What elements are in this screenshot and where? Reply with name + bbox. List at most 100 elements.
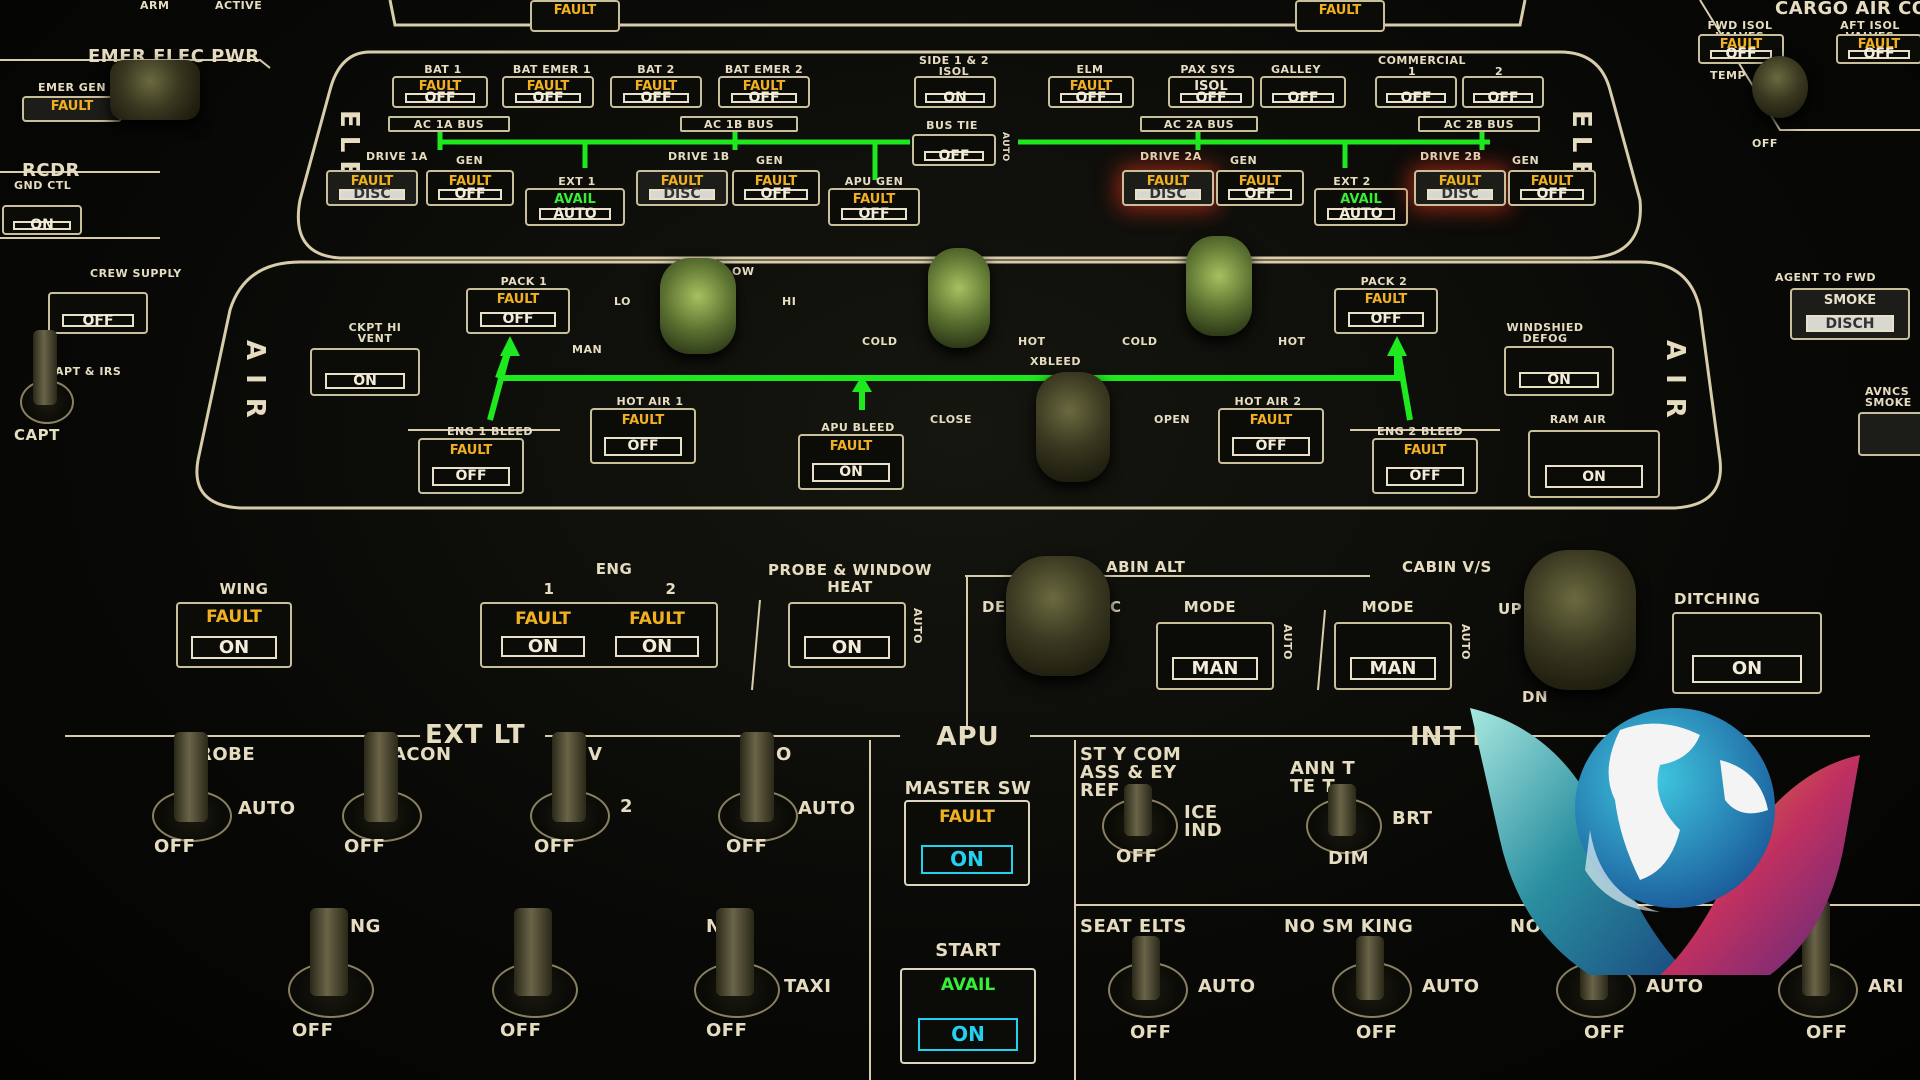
nose-light-switch[interactable] <box>692 908 780 1018</box>
apu-gen-label: APU GEN <box>844 175 904 188</box>
probe-window-heat-button[interactable]: ON <box>788 602 906 668</box>
emer-exit-switch[interactable] <box>1776 900 1858 1030</box>
side-isol-button[interactable]: ON <box>914 76 996 108</box>
ram-air-button[interactable]: ON <box>1528 430 1660 498</box>
probe-auto-label: AUTO <box>238 798 296 819</box>
runway-turnoff-switch[interactable] <box>490 908 578 1018</box>
top-left-button[interactable]: FAULT <box>530 0 620 32</box>
drive2a-label: DRIVE 2A <box>1140 150 1202 163</box>
wing-light-switch[interactable] <box>528 732 610 842</box>
commercial-2-button[interactable]: OFF <box>1462 76 1544 108</box>
bus-tie-button[interactable]: OFF <box>912 134 996 166</box>
apt-irs-switch[interactable] <box>15 320 75 430</box>
commercial-1-label: 1 <box>1408 65 1417 78</box>
ann-lt-switch[interactable] <box>1304 784 1384 864</box>
nav-light-switch[interactable] <box>716 732 798 842</box>
wing-lights-switch[interactable] <box>286 908 374 1018</box>
eng2-bleed-label: ENG 2 BLEED <box>1376 425 1464 438</box>
pack-flow-knob[interactable] <box>660 258 736 354</box>
ditching-button[interactable]: ON <box>1672 612 1822 694</box>
temp1-knob[interactable] <box>928 248 990 348</box>
cargo-temp-knob[interactable] <box>1752 56 1808 118</box>
crew-supply-button[interactable]: OFF <box>48 292 148 334</box>
cabin-vs-mode-button[interactable]: MAN <box>1334 622 1452 690</box>
cabin-alt-knob[interactable] <box>1006 556 1110 676</box>
no-smoking-label: NO SM KING <box>1284 916 1414 937</box>
cabin-vs-label: CABIN V/S <box>1402 558 1492 576</box>
emer-arm-label: ARI <box>1868 976 1904 997</box>
no-smoking-switch[interactable] <box>1330 936 1412 1036</box>
wing-lights-off-label: OFF <box>292 1020 334 1041</box>
pack-flow-label: OW <box>732 265 755 278</box>
xbleed-close-label: CLOSE <box>930 413 972 426</box>
beacon-light-label: ACON <box>392 744 452 765</box>
seat-belts-switch[interactable] <box>1106 936 1188 1036</box>
xbleed-label: XBLEED <box>1030 355 1082 368</box>
avncs-smoke-button[interactable] <box>1858 412 1920 456</box>
probe-auto-label: AUTO <box>911 608 924 644</box>
avncs-smoke-label: AVNCS SMOKE <box>1865 385 1912 409</box>
cabin-vs-mode-label: MODE <box>1361 598 1415 616</box>
top-right-button[interactable]: FAULT <box>1295 0 1385 32</box>
emer-gen-guard[interactable] <box>110 60 200 120</box>
windshield-defog-button[interactable]: ON <box>1504 346 1614 396</box>
cabin-vs-knob[interactable] <box>1524 550 1636 690</box>
ckpt-hi-vent-button[interactable]: ON <box>310 348 420 396</box>
bat-emer2-label: BAT EMER 2 <box>724 63 804 76</box>
gen2b-label: GEN <box>1512 154 1540 167</box>
xbleed-knob[interactable] <box>1036 372 1110 482</box>
eng1-anti-ice-number: 1 <box>543 580 555 598</box>
wing-anti-ice-label: WING <box>219 580 269 598</box>
emer-gen-button[interactable]: FAULT <box>22 96 122 122</box>
pax-sys-label: PAX SYS <box>1180 63 1236 76</box>
temp1-hot-label: HOT <box>1018 335 1046 348</box>
probe-light-switch[interactable] <box>150 732 232 842</box>
ckpt-hi-vent-label: CKPT HI VENT <box>348 321 402 345</box>
cabin-alt-c-label: C <box>1110 598 1122 616</box>
crew-supply-label: CREW SUPPLY <box>90 267 182 280</box>
label-rules <box>65 429 1920 1080</box>
rcdr-gnd-ctl-button[interactable]: ON <box>2 205 82 235</box>
galley-button[interactable]: OFF <box>1260 76 1346 108</box>
pack-flow-man-label: MAN <box>572 343 603 356</box>
stby-compass-switch[interactable] <box>1100 784 1180 864</box>
temp2-knob[interactable] <box>1186 236 1252 336</box>
commercial-1-button[interactable]: OFF <box>1375 76 1457 108</box>
beacon-light-switch[interactable] <box>340 732 422 842</box>
cabin-alt-mode-button[interactable]: MAN <box>1156 622 1274 690</box>
wing-light-top-label: V <box>588 744 603 765</box>
probe-off-label: OFF <box>154 836 196 857</box>
